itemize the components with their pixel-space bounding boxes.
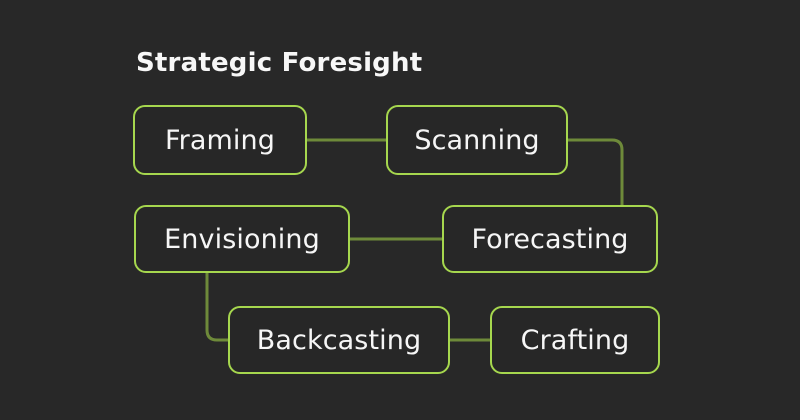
node-label-framing: Framing xyxy=(165,124,275,156)
node-label-crafting: Crafting xyxy=(520,324,630,356)
node-scanning[interactable]: Scanning xyxy=(386,105,568,175)
node-backcasting[interactable]: Backcasting xyxy=(228,306,450,374)
node-label-scanning: Scanning xyxy=(414,124,540,156)
node-label-backcasting: Backcasting xyxy=(256,324,422,356)
node-label-envisioning: Envisioning xyxy=(164,223,320,255)
node-forecasting[interactable]: Forecasting xyxy=(442,205,658,273)
page-title: Strategic Foresight xyxy=(136,48,423,78)
edge-envisioning-backcasting xyxy=(205,273,228,342)
edge-scanning-forecasting xyxy=(568,138,624,205)
node-framing[interactable]: Framing xyxy=(133,105,307,175)
node-crafting[interactable]: Crafting xyxy=(490,306,660,374)
node-envisioning[interactable]: Envisioning xyxy=(134,205,350,273)
node-label-forecasting: Forecasting xyxy=(471,223,629,255)
